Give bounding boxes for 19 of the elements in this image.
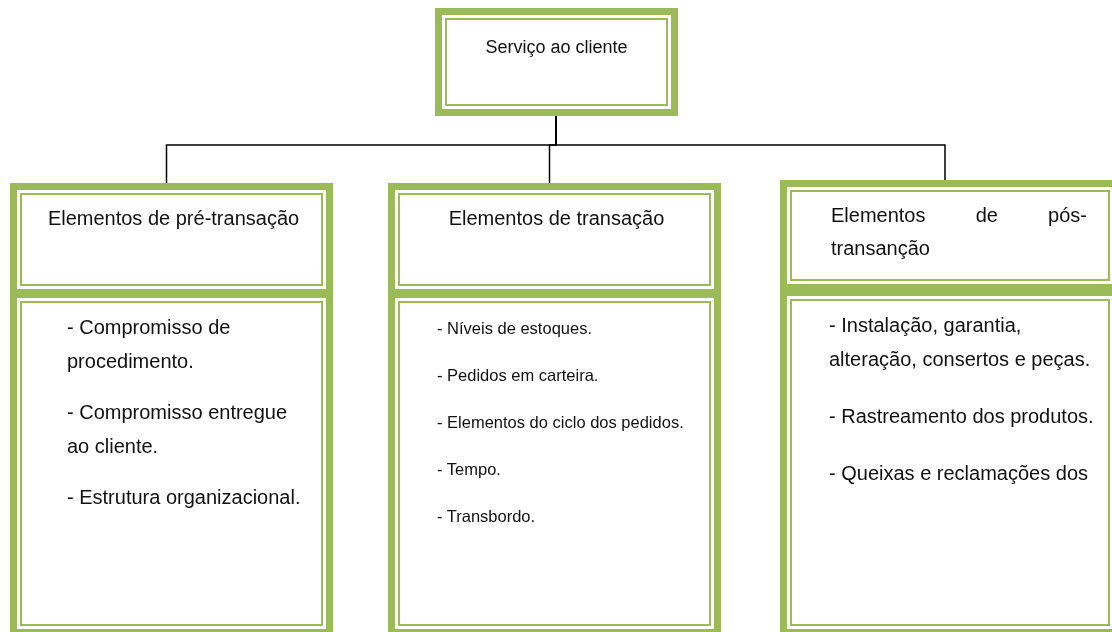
list-item: - Instalação, garantia, alteração, consertos e peças. — [829, 313, 1092, 372]
process-box — [435, 8, 678, 116]
list-item: - Tempo. — [437, 459, 502, 480]
connector-line — [555, 115, 946, 181]
process-box — [780, 180, 1112, 291]
list-item: - Queixas e reclamações dos — [829, 461, 1089, 486]
list-item: - Estrutura organizacional. — [67, 485, 302, 510]
list-item: - Elementos do ciclo dos pedidos. — [437, 412, 685, 433]
box-label: Elementos de transação — [447, 206, 666, 231]
list-item: - Rastreamento dos produtos. — [829, 404, 1095, 429]
box-label: Elementos de pós-transanção — [831, 203, 1087, 261]
box-label: Serviço ao cliente — [484, 37, 629, 58]
list-item: - Compromisso entregue ao cliente. — [67, 400, 289, 459]
box-label: Elementos de pré-transação — [47, 206, 300, 231]
process-box — [780, 289, 1112, 632]
list-item: - Pedidos em carteira. — [437, 365, 600, 386]
list-item: - Níveis de estoques. — [437, 318, 593, 339]
list-item: - Transbordo. — [437, 506, 537, 527]
list-item: - Compromisso de procedimento. — [67, 315, 232, 374]
